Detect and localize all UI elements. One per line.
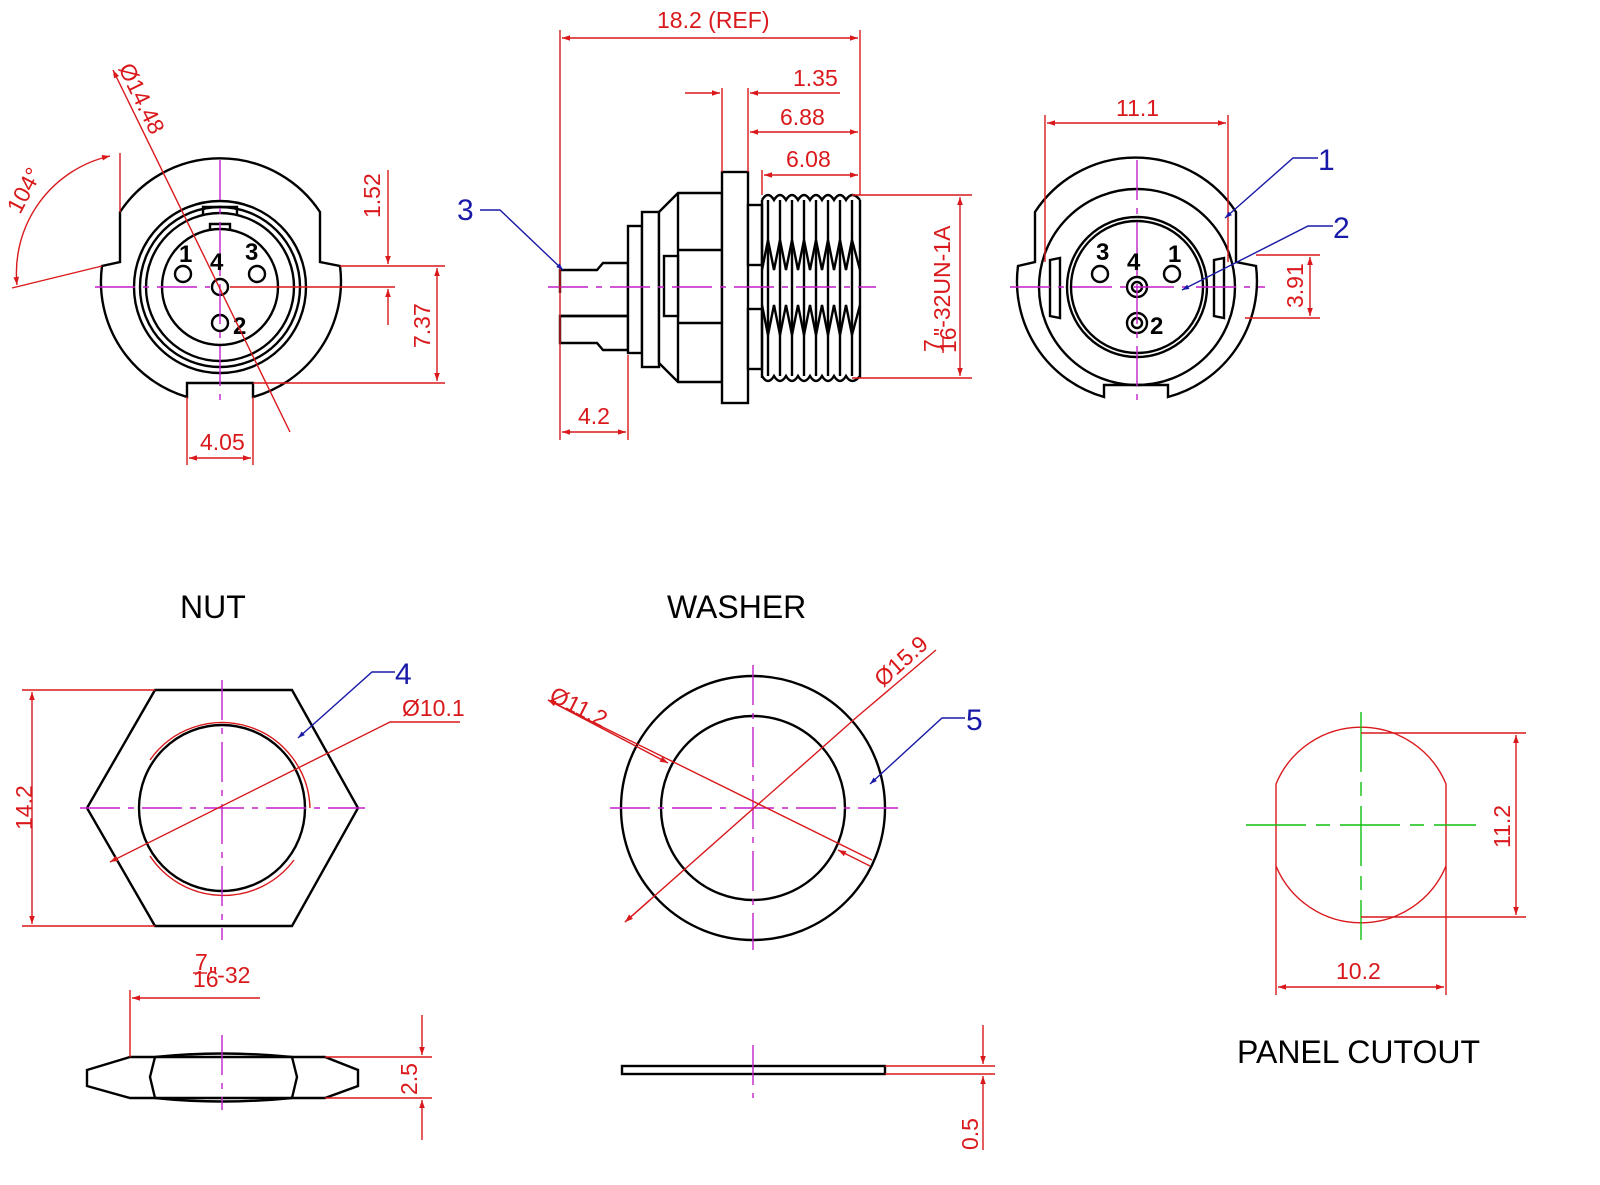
nut-thread-spec: 7 16 "-32	[193, 949, 250, 992]
thread	[760, 193, 862, 383]
callout-5: 5	[966, 704, 983, 737]
washer-view: WASHER Ø11.2 Ø15.9 5 0.5	[546, 589, 995, 1150]
rear-pin-label-1: 1	[1168, 241, 1181, 268]
dim-11-2: 11.2	[1489, 805, 1515, 848]
dim-11-1: 11.1	[1116, 95, 1159, 121]
dim-4-05: 4.05	[200, 429, 245, 455]
dim-3-91: 3.91	[1282, 263, 1308, 308]
fraction-numerator: 7	[195, 949, 208, 975]
dim-2-5: 2.5	[396, 1063, 422, 1095]
dim-diameter-10-1: Ø10.1	[402, 695, 465, 721]
dim-18-2-ref: 18.2 (REF)	[657, 7, 769, 33]
front-view: 1 2 3 4 Ø14.48 104° 1.52 7.37 4.05	[1, 59, 445, 465]
rear-pin-label-4: 4	[1127, 249, 1141, 276]
callout-3: 3	[457, 194, 474, 227]
dim-4-2: 4.2	[578, 403, 610, 429]
side-view: 18.2 (REF) 1.35 6.88 6.08 4.2 7 16 "-32U…	[457, 7, 972, 440]
dim-diameter-11-2: Ø11.2	[546, 681, 612, 732]
dim-0-5: 0.5	[957, 1118, 983, 1150]
panel-cutout-view: 11.2 10.2 PANEL CUTOUT	[1237, 712, 1526, 1070]
dim-14-2: 14.2	[11, 785, 37, 830]
fraction-numerator: 7	[919, 339, 945, 352]
rear-pin-label-3: 3	[1096, 239, 1109, 266]
nut-view: NUT 14.2 Ø10.1 4 7 16 "-32 2.5	[11, 589, 465, 1140]
washer-title: WASHER	[667, 589, 806, 625]
thread-spec-text: "-32	[209, 962, 250, 988]
rear-view: 1 2 3 4 11.1 3.91 1 2	[1010, 95, 1350, 400]
callout-4: 4	[395, 658, 412, 691]
nut-title: NUT	[180, 589, 246, 625]
thread-spec-text: "-32UN-1A	[929, 225, 955, 336]
dim-thread-spec: 7 16 "-32UN-1A	[919, 225, 961, 353]
pin-label-1: 1	[179, 241, 192, 268]
callout-1: 1	[1318, 144, 1335, 177]
dim-1-35: 1.35	[793, 65, 838, 91]
fraction-denominator: 16	[193, 966, 219, 992]
dim-diameter-14-48: Ø14.48	[114, 59, 170, 138]
pin-label-2: 2	[233, 313, 246, 340]
dim-angle-104: 104°	[1, 163, 46, 217]
dim-1-52: 1.52	[359, 173, 385, 218]
pin-label-3: 3	[245, 239, 258, 266]
dim-6-08: 6.08	[786, 146, 831, 172]
dim-6-88: 6.88	[780, 104, 825, 130]
fraction-denominator: 16	[935, 327, 961, 353]
dim-10-2: 10.2	[1336, 958, 1381, 984]
pin-label-4: 4	[210, 249, 224, 276]
dim-7-37: 7.37	[409, 303, 435, 348]
callout-2: 2	[1333, 212, 1350, 245]
panel-cutout-title: PANEL CUTOUT	[1237, 1034, 1480, 1070]
rear-pin-label-2: 2	[1150, 313, 1163, 340]
